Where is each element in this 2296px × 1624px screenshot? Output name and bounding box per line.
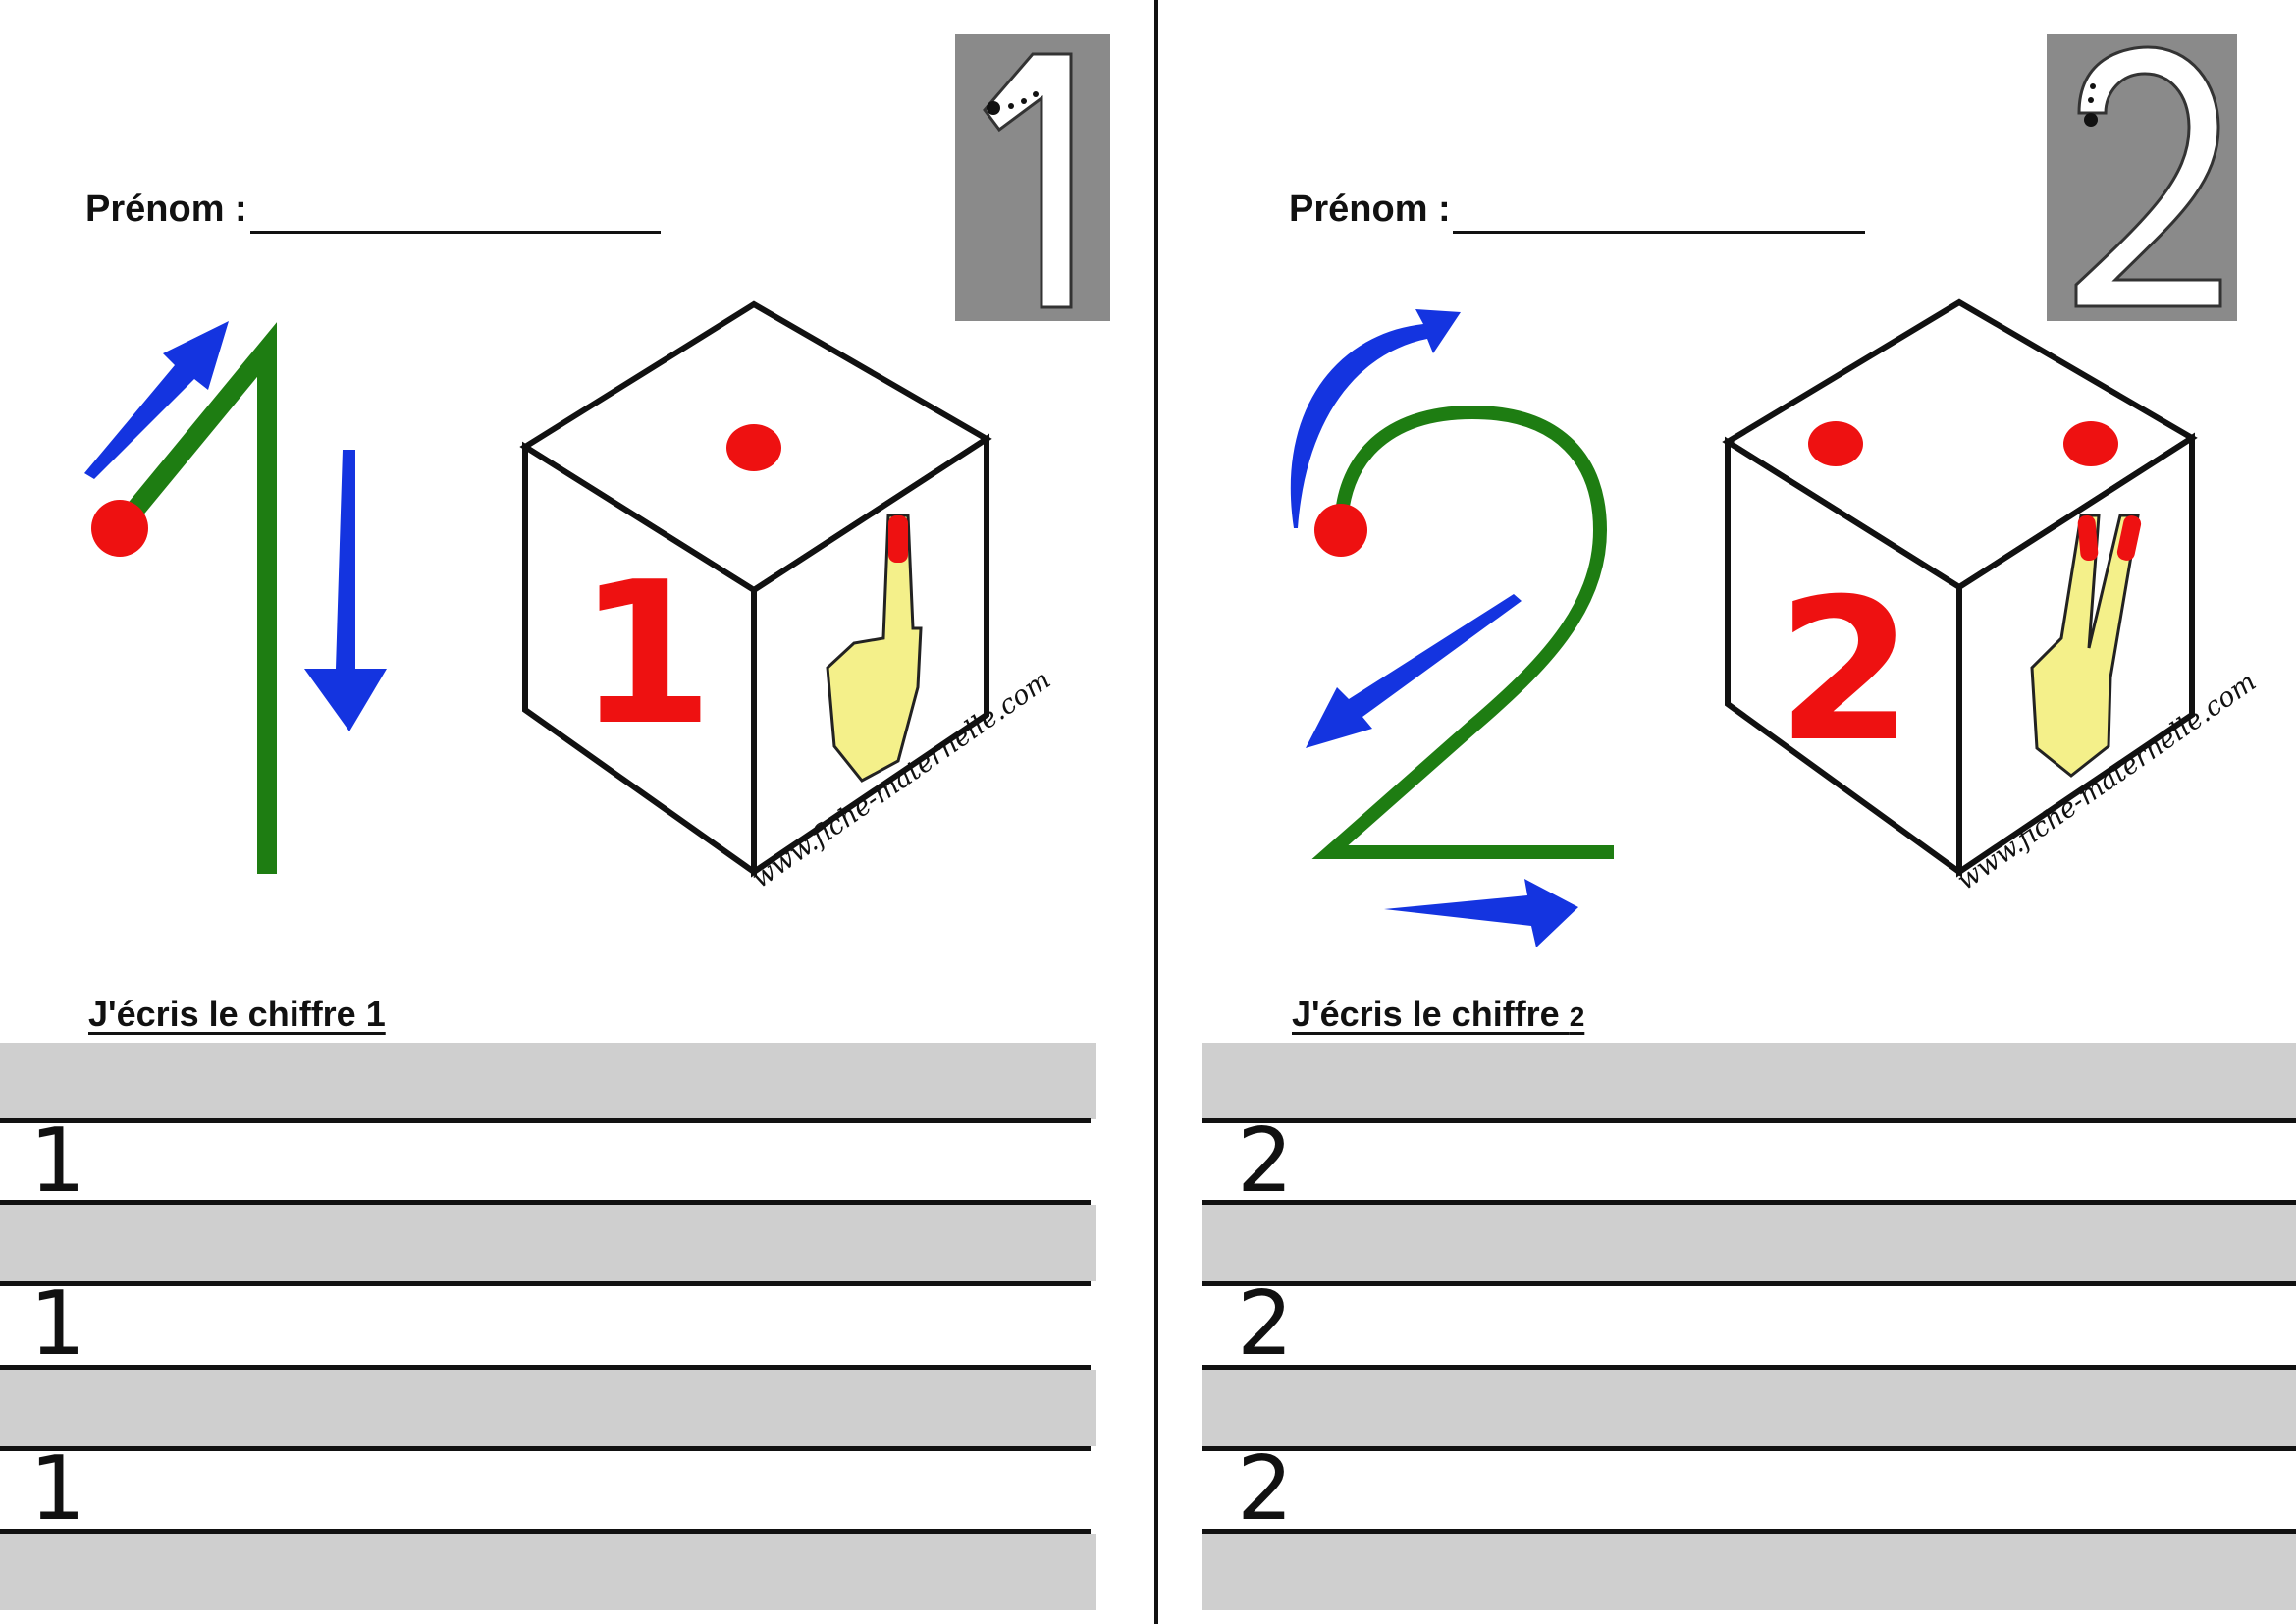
shaded-band [0, 1043, 1096, 1119]
model-digit: 2 [1237, 1272, 1294, 1376]
page-divider [1154, 0, 1158, 1624]
arrow-right-icon [1384, 879, 1578, 947]
writing-heading: J'écris le chiffre 2 [1292, 994, 1584, 1035]
name-label: Prénom : [1289, 189, 1451, 230]
writing-rule [1202, 1200, 2296, 1205]
die-face-number: 1 [577, 540, 714, 769]
writing-heading: J'écris le chiffre 1 [88, 994, 386, 1034]
name-label: Prénom : [85, 189, 247, 230]
model-digit: 1 [29, 1437, 86, 1541]
writing-rule [1202, 1446, 2296, 1451]
writing-rule [1202, 1281, 2296, 1286]
shaded-band [1202, 1370, 2296, 1446]
heading-text: J'écris le chiffre [1292, 994, 1570, 1034]
writing-rule [1202, 1118, 2296, 1123]
writing-rule [0, 1529, 1091, 1534]
arrow-down-left-icon [1306, 594, 1522, 748]
name-write-line[interactable] [1453, 231, 1865, 234]
name-write-line[interactable] [250, 231, 661, 234]
arrow-up-right-icon [84, 321, 229, 479]
shaded-band [1202, 1534, 2296, 1610]
shaded-band [0, 1534, 1096, 1610]
writing-rule [0, 1365, 1091, 1370]
model-digit: 2 [1237, 1437, 1294, 1541]
arrow-curved-icon [1290, 309, 1461, 528]
writing-rule [1202, 1365, 2296, 1370]
hand-two-fingers-icon [2030, 514, 2142, 778]
shaded-band [0, 1370, 1096, 1446]
tracing-illustration: 2 2 [1290, 34, 2237, 947]
die-face-number: 2 [1777, 557, 1913, 785]
writing-rule [0, 1281, 1091, 1286]
hand-one-finger-icon [826, 514, 923, 783]
writing-rule [0, 1118, 1091, 1123]
writing-rule [0, 1446, 1091, 1451]
writing-rule [0, 1200, 1091, 1205]
model-digit: 1 [29, 1272, 86, 1376]
model-digit: 2 [1237, 1110, 1294, 1213]
number-tile-1: 1 [955, 34, 1110, 321]
stroke-guide-1 [84, 321, 387, 874]
arrow-down-icon [304, 450, 387, 731]
start-dot-icon [1314, 504, 1367, 557]
shaded-band [0, 1205, 1096, 1281]
model-digit: 1 [29, 1110, 86, 1213]
die-2: 2 [1722, 298, 2198, 878]
die-1: 1 [519, 300, 992, 878]
tracing-illustration: 1 1 [84, 34, 1110, 878]
start-dot-icon [91, 500, 148, 557]
worksheet-number-1: Prénom : 1 1 [0, 34, 1110, 1610]
number-tile-2: 2 [2047, 34, 2237, 321]
die-pip [2063, 421, 2118, 466]
worksheet-number-2: Prénom : 2 2 [1148, 0, 2296, 1624]
shaded-band [1202, 1205, 2296, 1281]
shaded-band [1202, 1043, 2296, 1119]
writing-rule [1202, 1529, 2296, 1534]
heading-digit: 2 [1569, 1001, 1585, 1032]
die-pip [726, 424, 781, 471]
die-pip [1808, 421, 1863, 466]
stroke-guide-2 [1290, 309, 1614, 947]
